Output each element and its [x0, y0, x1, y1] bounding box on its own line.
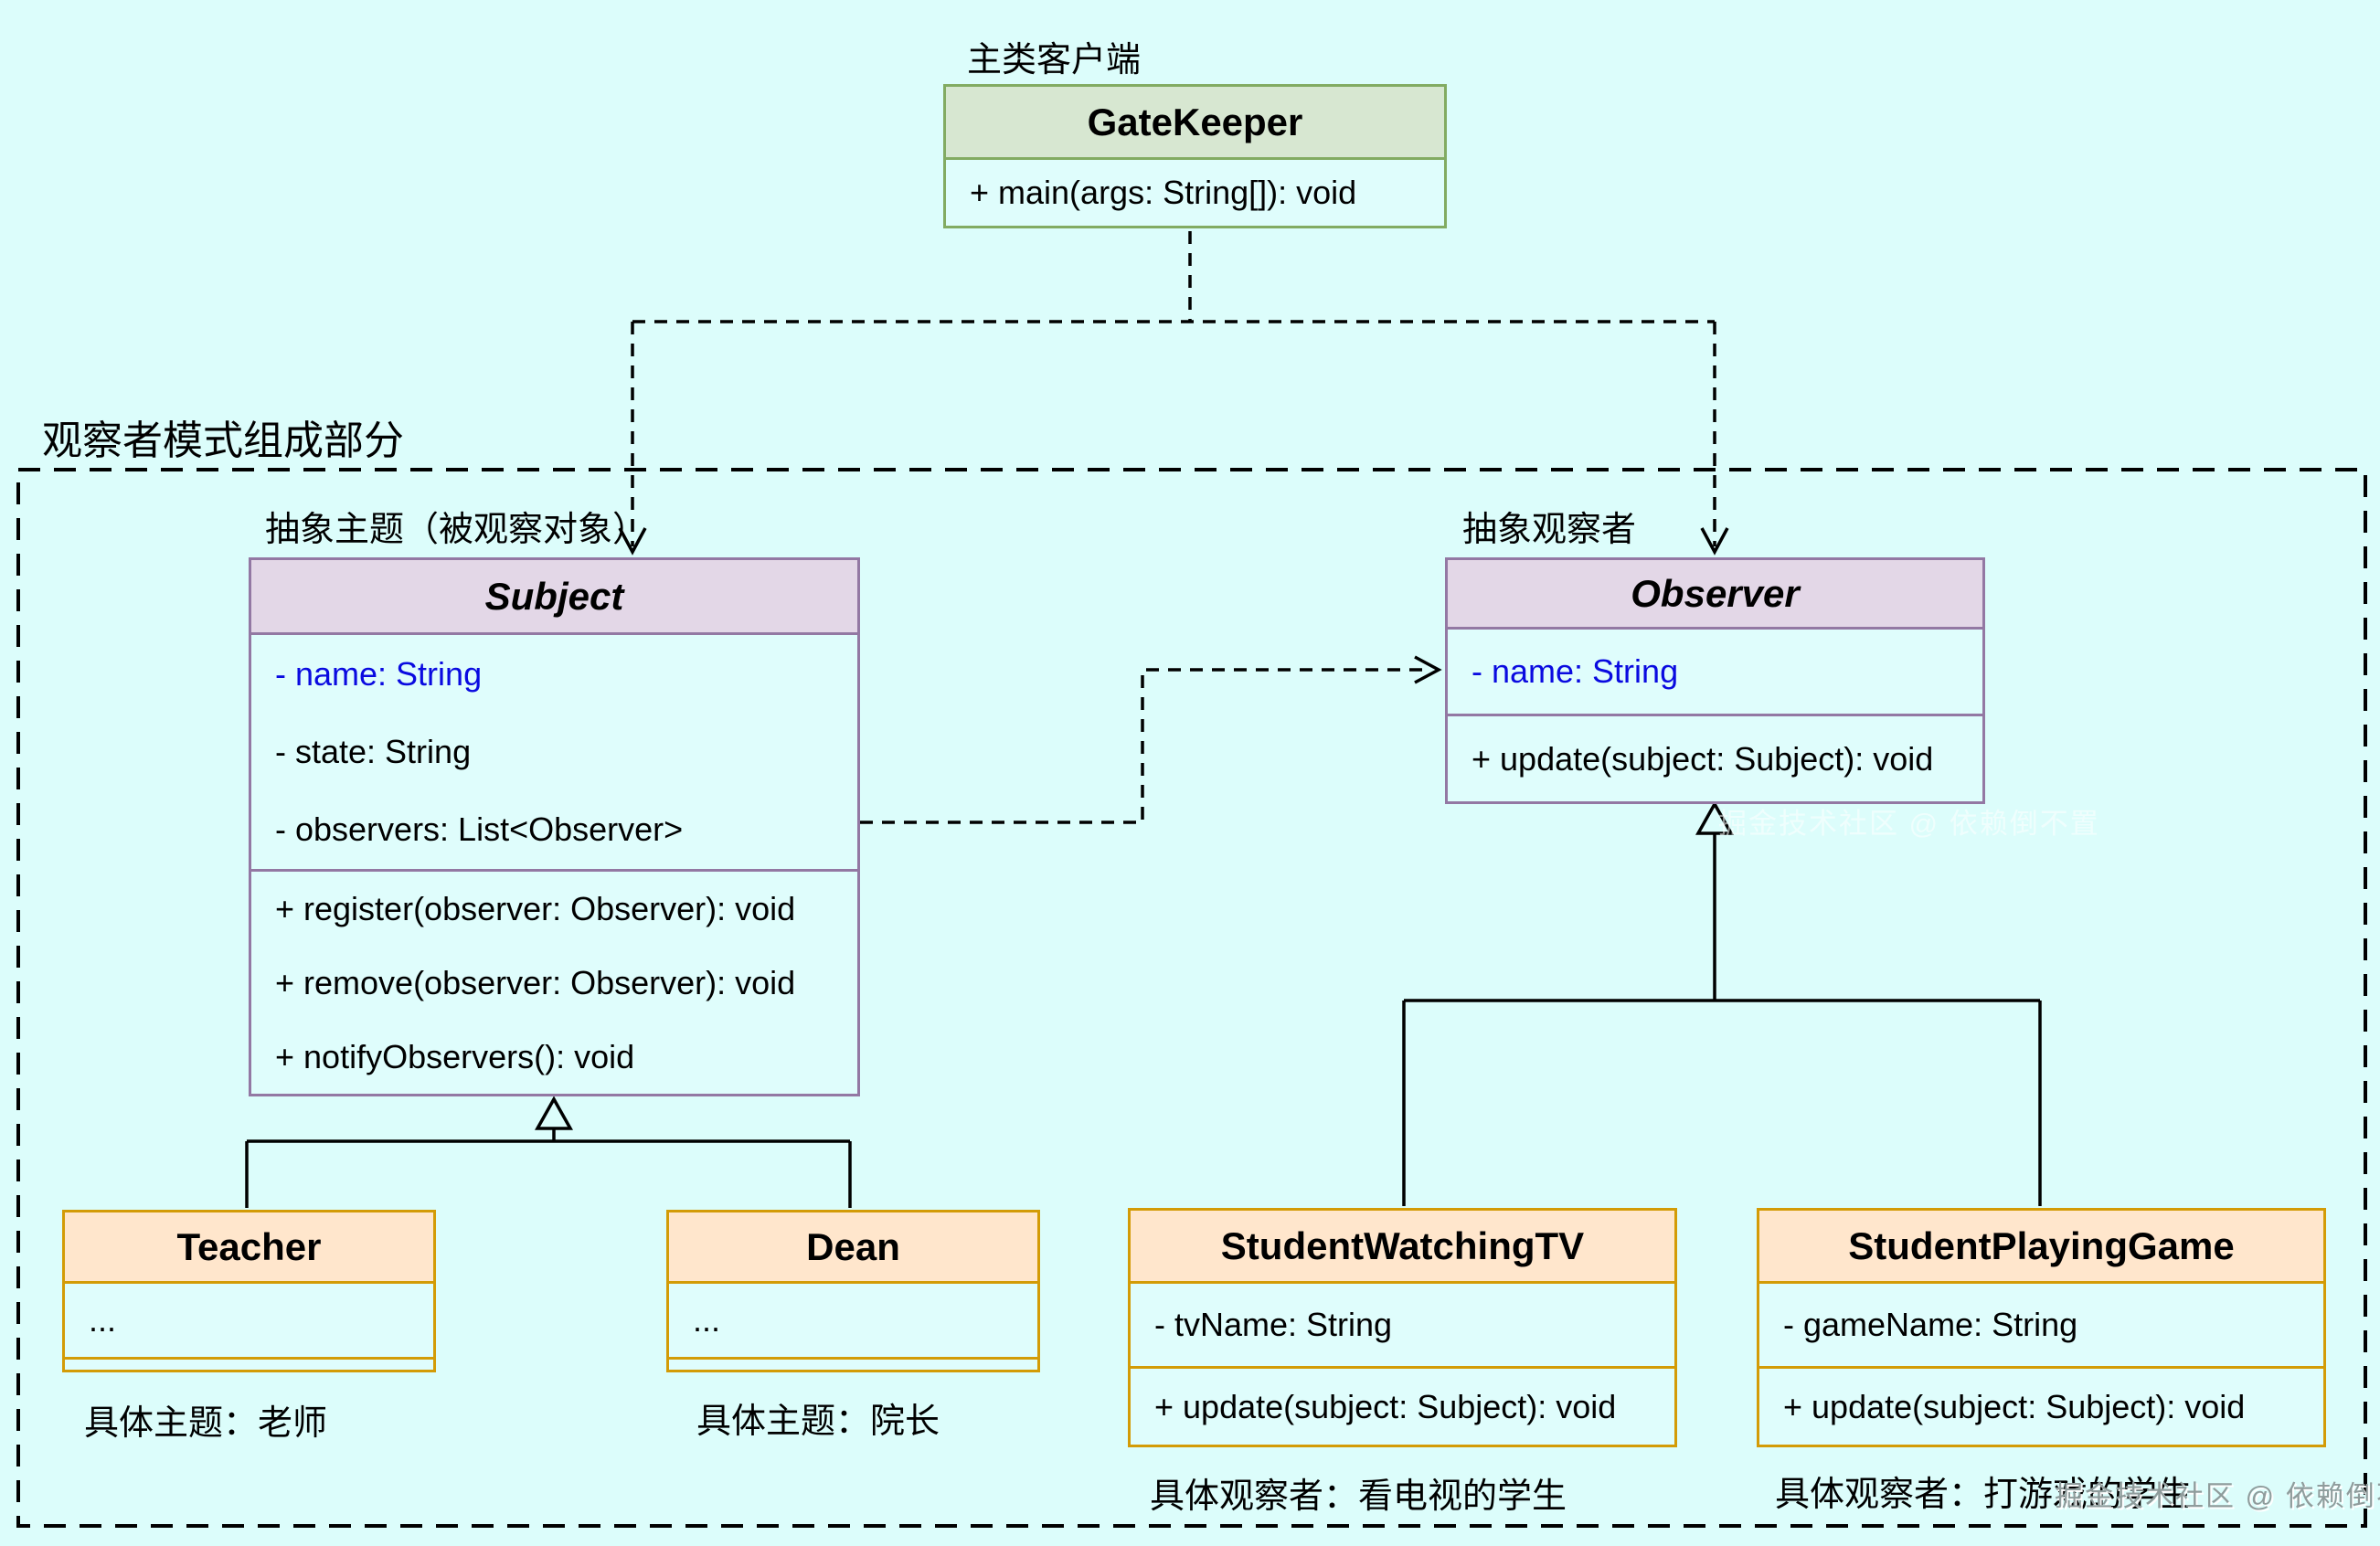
generalization-subject-tree [245, 1129, 852, 1208]
class-gatekeeper: GateKeeper + main(args: String[]): void [943, 84, 1447, 228]
attribute-row: - observers: List<Observer> [275, 810, 684, 849]
class-student-watching-tv-methods: + update(subject: Subject): void [1131, 1366, 1674, 1445]
class-observer-title: Observer [1448, 560, 1982, 630]
class-observer-attributes: - name: String [1448, 630, 1982, 714]
label-abstract-subject: 抽象主题（被观察对象） [265, 511, 648, 549]
label-concrete-dean: 具体主题：院长 [696, 1403, 940, 1441]
label-concrete-teacher: 具体主题：老师 [84, 1404, 328, 1443]
label-concrete-tv: 具体观察者：看电视的学生 [1150, 1477, 1567, 1516]
empty-method-compartment [65, 1357, 433, 1370]
empty-method-compartment [669, 1357, 1037, 1370]
class-observer: Observer - name: String + update(subject… [1445, 557, 1985, 804]
class-teacher-body: ... [65, 1284, 433, 1357]
class-teacher-title: Teacher [65, 1212, 433, 1284]
watermark: 掘金技术社区 @ 依赖倒不置 [2055, 1480, 2380, 1512]
hollow-triangle-subject [535, 1096, 573, 1130]
method-row: + update(subject: Subject): void [1472, 739, 1934, 778]
class-student-playing-game-title: StudentPlayingGame [1759, 1211, 2323, 1284]
class-observer-methods: + update(subject: Subject): void [1448, 714, 1982, 801]
attribute-row: ... [89, 1301, 117, 1339]
class-student-playing-game-attributes: - gameName: String [1759, 1284, 2323, 1366]
class-subject-title: Subject [251, 560, 857, 635]
attribute-row: - name: String [1472, 652, 1679, 690]
class-student-watching-tv-attributes: - tvName: String [1131, 1284, 1674, 1366]
class-student-watching-tv-title: StudentWatchingTV [1131, 1211, 1674, 1284]
class-teacher: Teacher ... [62, 1210, 436, 1372]
class-subject-attributes: - name: String - state: String - observe… [251, 635, 857, 869]
dependency-gatekeeper-arrows [631, 231, 1716, 546]
method-row: + update(subject: Subject): void [1154, 1387, 1617, 1425]
association-arrowhead [1414, 655, 1442, 684]
attribute-row: ... [693, 1301, 721, 1339]
class-subject-methods: + register(observer: Observer): void + r… [251, 869, 857, 1094]
method-row: + remove(observer: Observer): void [275, 963, 796, 1001]
class-student-watching-tv: StudentWatchingTV - tvName: String + upd… [1128, 1208, 1677, 1447]
class-dean-body: ... [669, 1284, 1037, 1357]
class-dean: Dean ... [666, 1210, 1040, 1372]
attribute-row: - gameName: String [1783, 1306, 2078, 1343]
class-dean-title: Dean [669, 1212, 1037, 1284]
method-row: + register(observer: Observer): void [275, 889, 796, 927]
association-subject-observer [860, 668, 1431, 824]
class-student-playing-game: StudentPlayingGame - gameName: String + … [1757, 1208, 2326, 1447]
class-gatekeeper-title: GateKeeper [946, 87, 1444, 160]
generalization-observer-tree [1402, 834, 2042, 1206]
watermark-ghost: 掘金技术社区 @ 依赖倒不置 [1718, 808, 2100, 840]
class-student-playing-game-methods: + update(subject: Subject): void [1759, 1366, 2323, 1445]
label-concrete-game: 具体观察者：打游戏的学生 [1775, 1476, 2193, 1514]
attribute-row: - state: String [275, 732, 472, 770]
class-gatekeeper-methods: + main(args: String[]): void [946, 160, 1444, 226]
label-main-client: 主类客户端 [967, 41, 1142, 79]
method-row: + update(subject: Subject): void [1783, 1387, 2246, 1425]
attribute-row: - name: String [275, 654, 483, 693]
label-abstract-observer: 抽象观察者 [1462, 511, 1637, 549]
label-pattern-group: 观察者模式组成部分 [42, 418, 404, 463]
method-row: + notifyObservers(): void [275, 1037, 635, 1075]
attribute-row: - tvName: String [1154, 1306, 1393, 1343]
class-subject: Subject - name: String - state: String -… [249, 557, 860, 1096]
method-row: + main(args: String[]): void [970, 174, 1357, 211]
